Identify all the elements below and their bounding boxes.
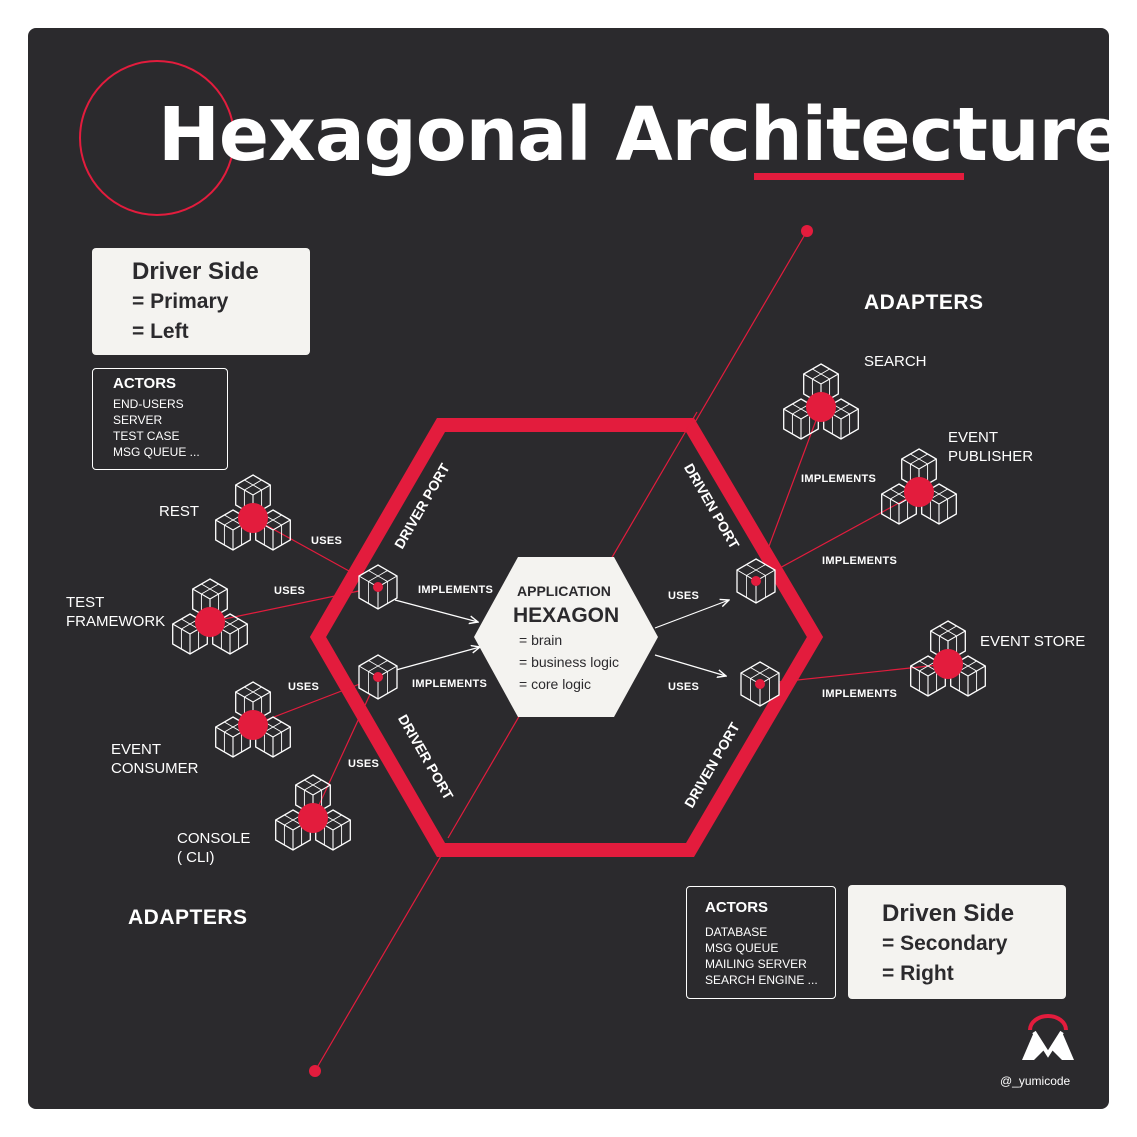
uses-label: USES — [311, 535, 343, 547]
adapter-label-test-framework: TEST FRAMEWORK — [66, 594, 166, 630]
actor-item: DATABASE — [705, 925, 768, 939]
core-hexagon — [474, 557, 658, 717]
axis-end-top — [801, 225, 813, 237]
driver-side-line1: = Primary — [132, 290, 229, 313]
driven-side-line1: = Secondary — [882, 932, 1008, 955]
core-item: = brain — [519, 632, 563, 648]
adapter-hexagon-cluster-icon — [911, 621, 986, 696]
adapter-hexagon-cluster-icon — [276, 775, 351, 850]
driven-side-box: Driven Side = Secondary = Right — [848, 885, 1066, 999]
driver-actors-box: ACTORS END-USERS SERVER TEST CASE MSG QU… — [92, 368, 228, 470]
page-title: Hexagonal Architecture — [158, 92, 1124, 178]
adapter-label-rest: REST — [159, 503, 200, 520]
actor-item: SEARCH ENGINE ... — [705, 973, 818, 987]
actor-item: TEST CASE — [113, 429, 180, 443]
driver-actors-heading: ACTORS — [113, 375, 177, 392]
adapter-label-console: CONSOLE ( CLI) — [177, 830, 251, 866]
implements-label: IMPLEMENTS — [822, 555, 898, 567]
adapter-label-search: SEARCH — [864, 353, 927, 370]
credit-handle: @_yumicode — [1000, 1074, 1071, 1088]
adapter-label-event-store: EVENT STORE — [980, 633, 1086, 650]
adapter-hexagon-cluster-icon — [216, 475, 291, 550]
driven-actors-box: ACTORS DATABASE MSG QUEUE MAILING SERVER… — [686, 886, 836, 999]
yumicode-logo-icon — [1022, 1014, 1074, 1060]
uses-label: USES — [288, 681, 320, 693]
title-decoration-circle — [79, 60, 235, 216]
actor-item: SERVER — [113, 413, 163, 427]
driver-side-heading: Driver Side — [132, 258, 259, 285]
implements-label: IMPLEMENTS — [412, 678, 488, 690]
driver-side-line2: = Left — [132, 320, 189, 343]
driver-side-box: Driver Side = Primary = Left — [92, 248, 310, 355]
uses-label: USES — [348, 758, 380, 770]
adapters-heading-left: ADAPTERS — [128, 906, 248, 929]
uses-label: USES — [274, 585, 306, 597]
adapter-label-event-consumer: EVENT CONSUMER — [111, 741, 199, 777]
uses-label: USES — [668, 590, 700, 602]
uses-label: USES — [668, 681, 700, 693]
adapter-hexagon-cluster-icon — [216, 682, 291, 757]
actor-item: MSG QUEUE ... — [113, 445, 200, 459]
adapters-heading-right: ADAPTERS — [864, 291, 984, 314]
implements-label: IMPLEMENTS — [801, 473, 877, 485]
actor-item: MSG QUEUE — [705, 941, 779, 955]
implements-label: IMPLEMENTS — [822, 688, 898, 700]
adapter-label-event-publisher: EVENT PUBLISHER — [948, 429, 1034, 465]
driven-actors-heading: ACTORS — [705, 899, 769, 916]
actor-item: END-USERS — [113, 397, 184, 411]
core-label: APPLICATION — [517, 583, 611, 599]
adapter-hexagon-cluster-icon — [784, 364, 859, 439]
title-underline — [754, 173, 964, 180]
core-name: HEXAGON — [513, 604, 620, 627]
axis-end-bottom — [309, 1065, 321, 1077]
core-item: = core logic — [519, 676, 591, 692]
driven-side-line2: = Right — [882, 962, 954, 985]
actor-item: MAILING SERVER — [705, 957, 807, 971]
flow-arrows — [394, 600, 729, 676]
driven-side-heading: Driven Side — [882, 900, 1015, 927]
core-item: = business logic — [519, 654, 620, 670]
implements-label: IMPLEMENTS — [418, 584, 494, 596]
adapter-hexagon-cluster-icon — [882, 449, 957, 524]
